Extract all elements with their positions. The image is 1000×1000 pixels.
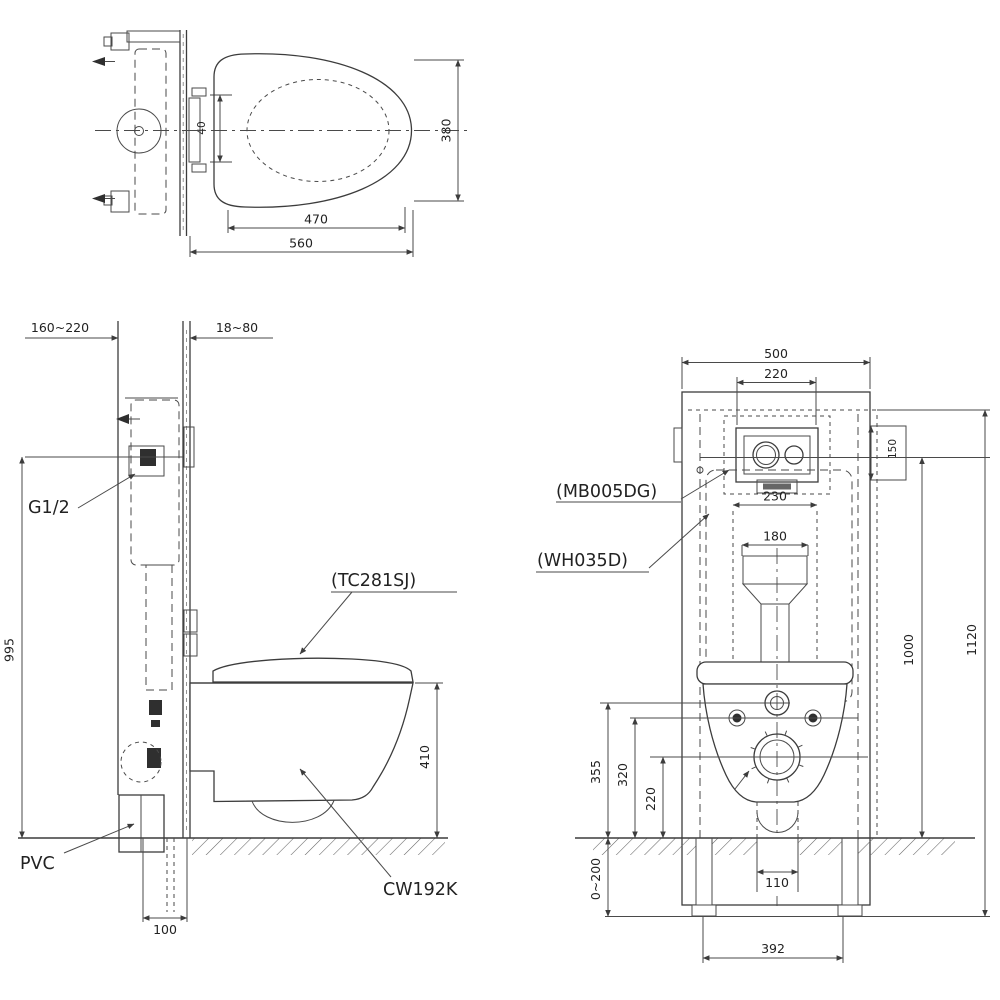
dim-overall-length: 560 bbox=[289, 236, 313, 251]
flow-arrow-icon bbox=[92, 194, 105, 203]
floor-hatching bbox=[192, 838, 445, 855]
dim-hinge-offset: 40 bbox=[196, 121, 208, 134]
label-frame-model: (WH035D) bbox=[537, 551, 628, 571]
dim-supply-height: 995 bbox=[2, 638, 17, 662]
cistern-hidden bbox=[130, 399, 180, 566]
seat-lid-outline bbox=[213, 53, 413, 208]
dim-height-inner: 1000 bbox=[901, 634, 916, 666]
dim-leg-span: 392 bbox=[761, 941, 785, 956]
dim-supply-height: 355 bbox=[588, 760, 603, 784]
dim-outlet-height: 220 bbox=[643, 787, 658, 811]
seat-lid-profile bbox=[212, 657, 414, 683]
flush-button-large bbox=[752, 441, 780, 469]
bowl-profile bbox=[189, 682, 414, 803]
label-flush-plate-model: (MB005DG) bbox=[556, 482, 657, 502]
brand-chip bbox=[756, 479, 798, 494]
drain-elbow-hidden bbox=[120, 741, 162, 783]
dim-seat-length: 470 bbox=[304, 212, 328, 227]
dim-frame-width: 500 bbox=[764, 346, 788, 361]
plate-recess-hidden bbox=[723, 415, 831, 495]
dim-plate-width: 220 bbox=[764, 366, 788, 381]
side-elevation: 160~220 18~80 G1/2 995 bbox=[2, 320, 458, 937]
bowl-front bbox=[702, 683, 848, 803]
tank-side-view: 40 bbox=[92, 30, 232, 236]
flush-plate bbox=[735, 427, 819, 483]
foot bbox=[691, 904, 717, 917]
dim-drain-width: 110 bbox=[765, 875, 789, 890]
leader-line bbox=[299, 591, 353, 655]
dim-floor-adjust-range: 0~200 bbox=[588, 858, 603, 900]
flush-pipe-hidden bbox=[145, 564, 173, 691]
side-bracket bbox=[673, 427, 683, 463]
leader-line bbox=[299, 768, 392, 878]
leader-line bbox=[648, 513, 710, 569]
supply-connection bbox=[116, 108, 162, 154]
label-pipe-material: PVC bbox=[20, 854, 55, 874]
flow-arrow-icon bbox=[92, 57, 105, 66]
access-bracket bbox=[183, 426, 195, 468]
supply-arrow-icon bbox=[116, 414, 129, 424]
label-seat-model: (TC281SJ) bbox=[331, 571, 416, 591]
leader-line bbox=[77, 473, 136, 509]
label-water-supply: G1/2 bbox=[28, 498, 70, 518]
plan-view: 470 560 380 bbox=[95, 53, 468, 257]
flange-ticks bbox=[750, 730, 804, 784]
flush-pipe-front bbox=[760, 603, 790, 663]
top-bracket bbox=[126, 30, 181, 43]
leader-line bbox=[680, 469, 730, 500]
dim-overall-width: 380 bbox=[439, 119, 454, 143]
dim-drain-pipe-width: 100 bbox=[153, 922, 177, 937]
dim-bolt-height: 320 bbox=[615, 763, 630, 787]
dim-bowl-height: 410 bbox=[417, 745, 432, 769]
seat-front bbox=[696, 661, 854, 685]
dim-pipe-width: 180 bbox=[763, 529, 787, 544]
dim-plate-height: 150 bbox=[887, 439, 899, 459]
frame-outline bbox=[681, 391, 871, 906]
flush-button-small bbox=[784, 445, 804, 465]
dim-duct-width: 230 bbox=[763, 489, 787, 504]
foot bbox=[837, 904, 863, 917]
hinge-bracket bbox=[188, 97, 201, 163]
valve-housing bbox=[742, 555, 808, 585]
dim-height-total: 1120 bbox=[964, 624, 979, 656]
dim-wall-panel-range: 18~80 bbox=[216, 320, 258, 335]
label-bowl-model: CW192K bbox=[383, 880, 458, 900]
dim-frame-depth-range: 160~220 bbox=[31, 320, 89, 335]
front-elevation: 500 220 150 230 180 bbox=[536, 346, 990, 963]
trapway-curve bbox=[251, 800, 335, 823]
